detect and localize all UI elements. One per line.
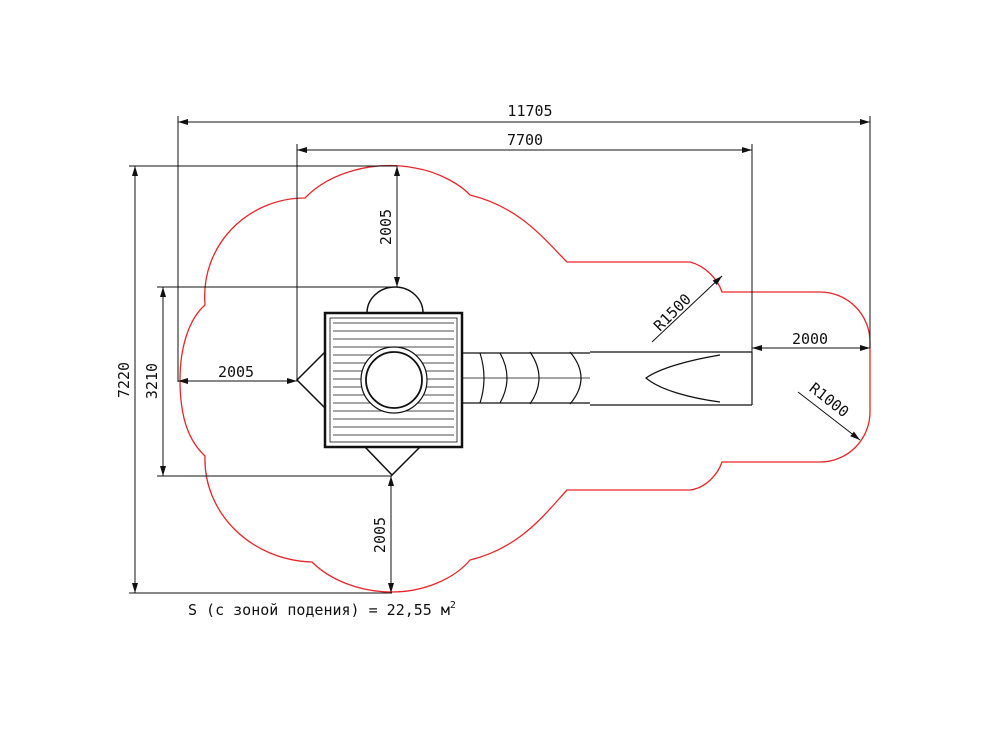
slide-chute: [590, 351, 753, 406]
dim-fall-zone-top: 2005: [377, 209, 395, 245]
bottom-ladder: [364, 446, 421, 477]
playground-structure: [295, 286, 753, 477]
dimension-lines: [129, 116, 871, 594]
dim-overall-length: 11705: [507, 102, 552, 120]
dim-radius-large: R1500: [650, 290, 695, 335]
platform-deck: [323, 311, 464, 449]
dim-structure-width: 3210: [143, 363, 161, 399]
left-ladder: [295, 351, 326, 409]
dim-fall-zone-left: 2005: [218, 363, 254, 381]
area-note: S (с зоной подения) = 22,55 м2: [188, 600, 456, 619]
dim-structure-length: 7700: [507, 131, 543, 149]
top-dome: [366, 286, 424, 314]
safety-zone-outline: [179, 164, 871, 593]
dim-fall-zone-right: 2000: [792, 330, 828, 348]
dim-radius-small: R1000: [806, 379, 853, 421]
dim-overall-width: 7220: [115, 362, 133, 398]
dim-fall-zone-bottom: 2005: [371, 517, 389, 553]
tube-slide: [462, 351, 590, 405]
